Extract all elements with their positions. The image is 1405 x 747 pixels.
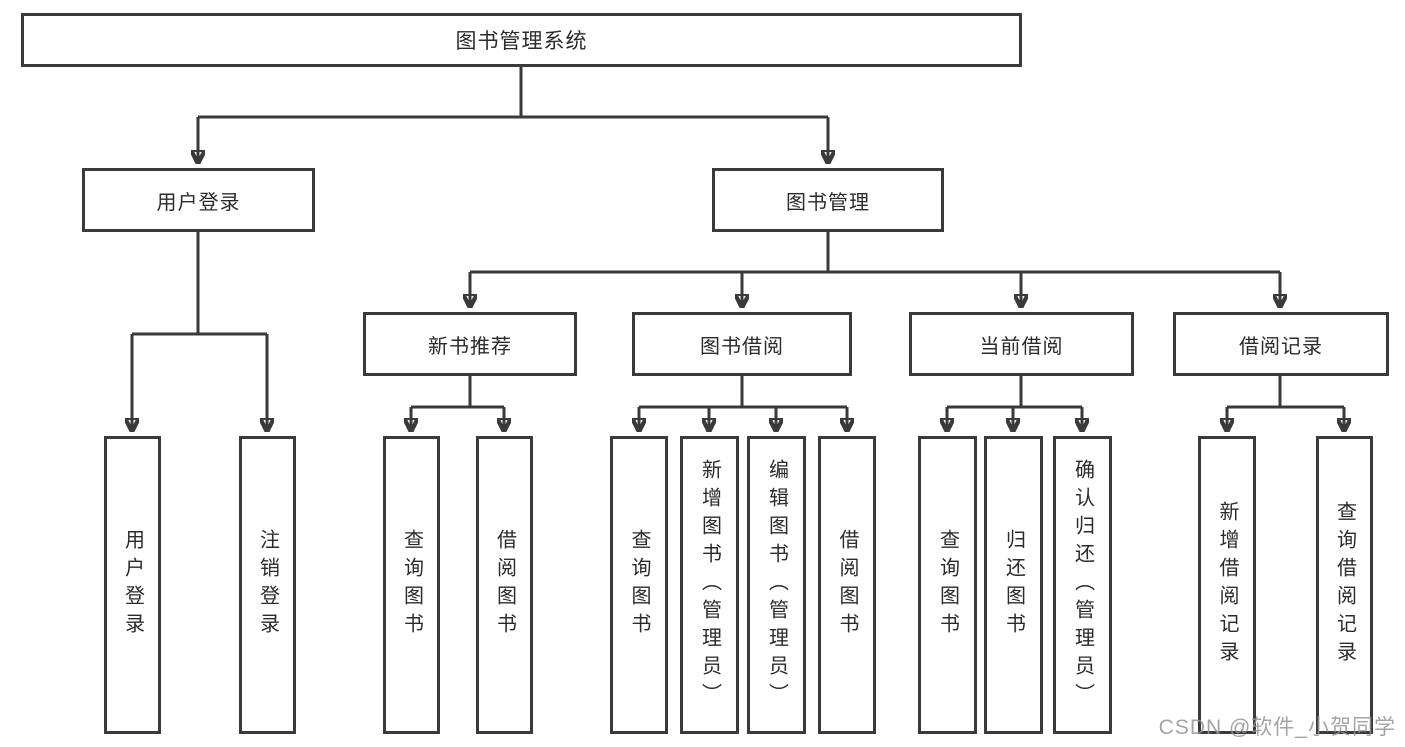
leaf-borrow-books: 借阅图书 [818,436,876,734]
csdn-watermark: CSDN @软件_小贺同学 [1158,716,1396,739]
node-current-borrowing: 当前借阅 [909,312,1134,376]
connector-book-borrow [639,376,847,409]
connector-book-mgmt [470,232,1280,274]
leaf-user-login: 用户登录 [104,436,161,734]
connector-new-books [411,376,504,409]
leaf-borrow-books-recommend: 借阅图书 [476,436,533,734]
leaf-add-borrow-record: 新增借阅记录 [1198,436,1256,734]
leaf-query-borrow-record: 查询借阅记录 [1316,436,1373,734]
connector-current-borrow [947,376,1082,409]
leaf-edit-books-admin: 编辑图书（管理员） [747,436,806,734]
node-user-login-branch: 用户登录 [82,168,315,232]
leaf-add-books-admin: 新增图书（管理员） [680,436,739,734]
connector-root [198,67,828,119]
leaf-query-books-recommend: 查询图书 [383,436,440,734]
leaf-query-books-current: 查询图书 [918,436,977,734]
leaf-query-books-borrow: 查询图书 [610,436,668,734]
node-book-borrowing: 图书借阅 [632,312,852,376]
leaf-confirm-return-admin: 确认归还（管理员） [1053,436,1112,734]
node-new-book-recommend: 新书推荐 [363,312,577,376]
leaf-logout: 注销登录 [239,436,296,734]
connector-borrow-records [1227,376,1344,409]
node-root-system: 图书管理系统 [21,13,1022,67]
leaf-return-books: 归还图书 [984,436,1043,734]
connector-user-login [132,232,267,336]
node-book-management: 图书管理 [712,168,944,232]
node-borrowing-records: 借阅记录 [1173,312,1389,376]
